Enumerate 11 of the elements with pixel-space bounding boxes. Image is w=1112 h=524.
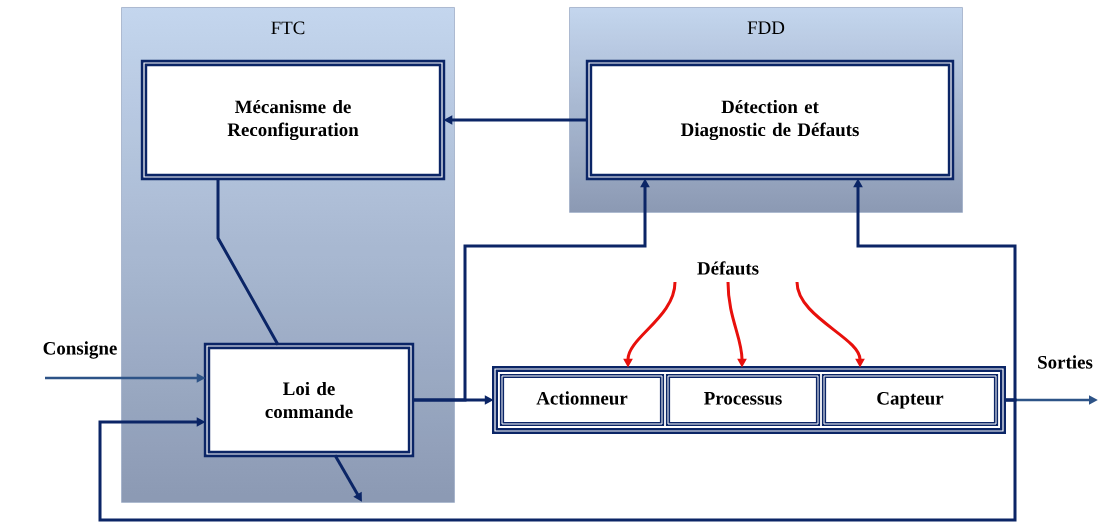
arrow: [98, 398, 1017, 522]
process-box: Actionneur: [499, 373, 665, 427]
process-box: Détection et Diagnostic de Défauts: [585, 59, 955, 181]
process-box: Mécanisme de Reconfiguration: [140, 59, 446, 181]
signal-label: Sorties: [1038, 355, 1093, 369]
process-box: Capteur: [821, 373, 999, 427]
process-box: Loi de commande: [203, 342, 415, 458]
connector-line: [216, 178, 280, 346]
fault-label: Défauts: [697, 261, 759, 275]
process-box: Processus: [665, 373, 821, 427]
signal-label: Consigne: [43, 341, 117, 359]
